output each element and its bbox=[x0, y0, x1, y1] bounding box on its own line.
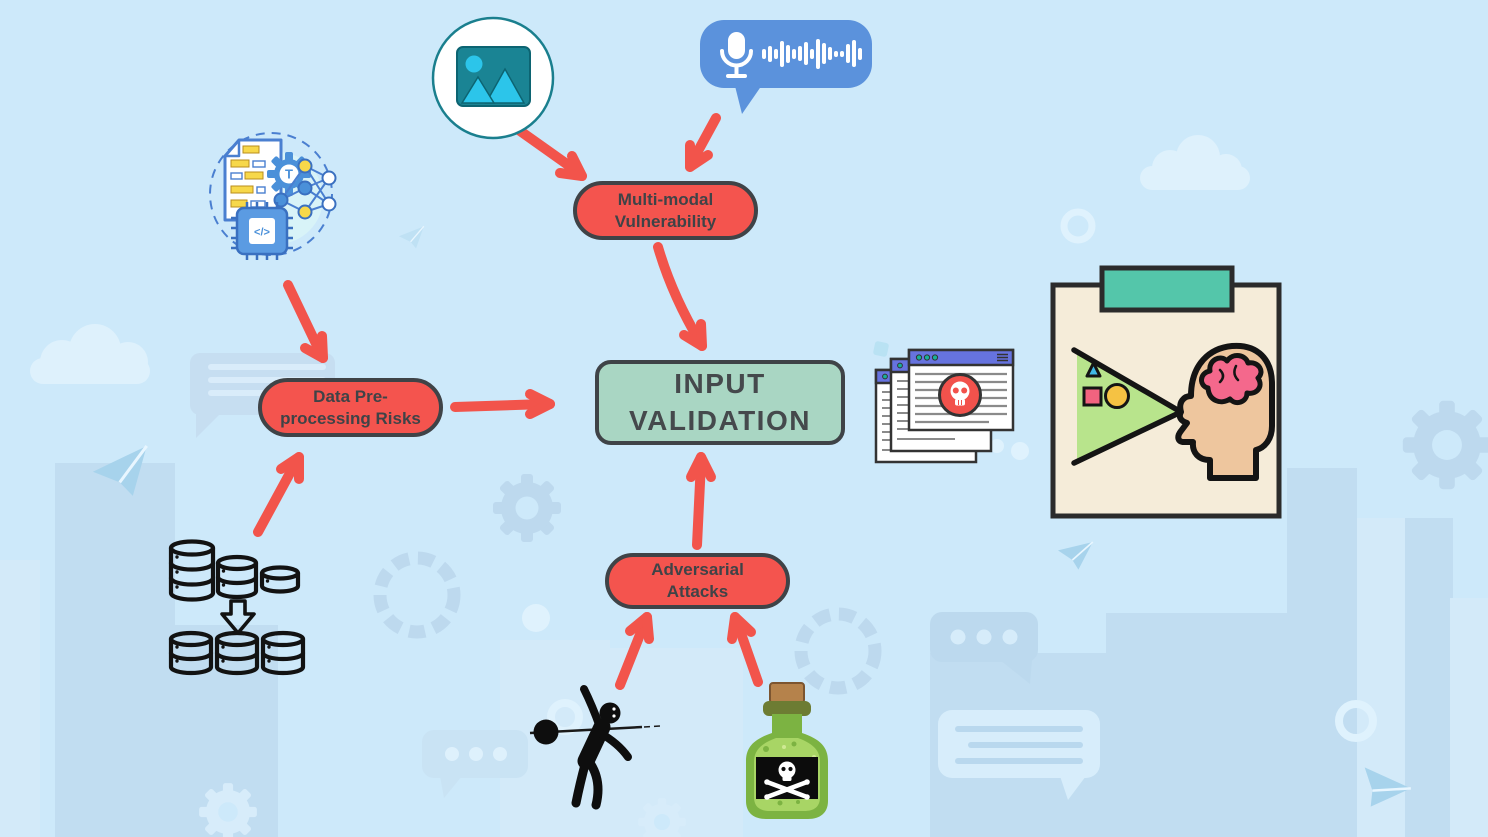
node-data-preprocessing-risks: Data Pre- processing Risks bbox=[258, 378, 443, 437]
gear-letter: T bbox=[285, 167, 293, 182]
node-label-line: Vulnerability bbox=[614, 211, 717, 231]
document-icon bbox=[223, 138, 283, 222]
node-multimodal-vulnerability: Multi-modal Vulnerability bbox=[573, 181, 758, 240]
skull-badge-icon bbox=[938, 373, 982, 417]
arrow-ai-to-datapre bbox=[283, 280, 328, 363]
node-label-line: Adversarial bbox=[651, 560, 744, 580]
center-label-line: VALIDATION bbox=[629, 404, 811, 436]
arrow-voice-to-multimodal bbox=[685, 113, 721, 172]
arrow-adversarial-to-input bbox=[686, 452, 716, 550]
arrow-multimodal-to-input bbox=[653, 242, 707, 351]
node-label-line: processing Risks bbox=[280, 408, 421, 428]
arrow-attacker-to-adversarial bbox=[615, 612, 654, 690]
waveform-icon bbox=[762, 39, 862, 69]
neural-network-icon bbox=[273, 158, 337, 220]
javelin-attacker-icon bbox=[529, 685, 661, 810]
poison-bottle-icon bbox=[746, 682, 828, 819]
chip-code-label: </> bbox=[254, 227, 270, 239]
arrow-image-to-multimodal bbox=[511, 123, 587, 181]
browser-window-front bbox=[907, 348, 1015, 432]
image-icon bbox=[431, 16, 555, 140]
down-arrow-icon bbox=[220, 599, 256, 635]
arrow-datapre-to-input bbox=[450, 389, 555, 419]
database-icon bbox=[168, 539, 306, 676]
input-shapes bbox=[1082, 361, 1130, 409]
microphone-icon bbox=[720, 32, 753, 78]
cloud-icon bbox=[30, 135, 1250, 384]
cork bbox=[769, 682, 805, 704]
voice-message-icon bbox=[700, 20, 872, 114]
node-label-line: Attacks bbox=[666, 582, 729, 601]
speech-bubble-icon bbox=[930, 612, 1038, 684]
clipboard-clip bbox=[1099, 265, 1235, 313]
speech-bubble-icon bbox=[422, 730, 528, 798]
arrow-poison-to-adversarial bbox=[727, 612, 763, 687]
dashed-ring bbox=[794, 607, 882, 695]
center-label-line: INPUT bbox=[674, 368, 766, 400]
arrow-databases-to-datapre bbox=[253, 452, 304, 537]
node-label-line: Multi-modal bbox=[617, 189, 714, 209]
gear-t-icon: T bbox=[267, 152, 311, 196]
chip-code-icon: </> bbox=[231, 202, 293, 260]
speech-bubble-icon bbox=[938, 710, 1100, 800]
node-label-line: Data Pre- bbox=[313, 386, 388, 406]
malicious-windows-icon bbox=[874, 348, 1015, 464]
ai-processing-icon: T </> bbox=[209, 132, 337, 260]
perception-clipboard-icon bbox=[1050, 265, 1282, 519]
skull-label bbox=[756, 757, 818, 800]
brain-icon bbox=[1199, 353, 1264, 406]
node-input-validation: INPUT VALIDATION bbox=[595, 360, 845, 445]
hamburger-icon bbox=[997, 353, 1008, 362]
dashed-ring bbox=[373, 551, 461, 639]
bubble-circles bbox=[522, 208, 1377, 742]
node-adversarial-attacks: Adversarial Attacks bbox=[605, 553, 790, 609]
vision-cone bbox=[1077, 354, 1178, 460]
